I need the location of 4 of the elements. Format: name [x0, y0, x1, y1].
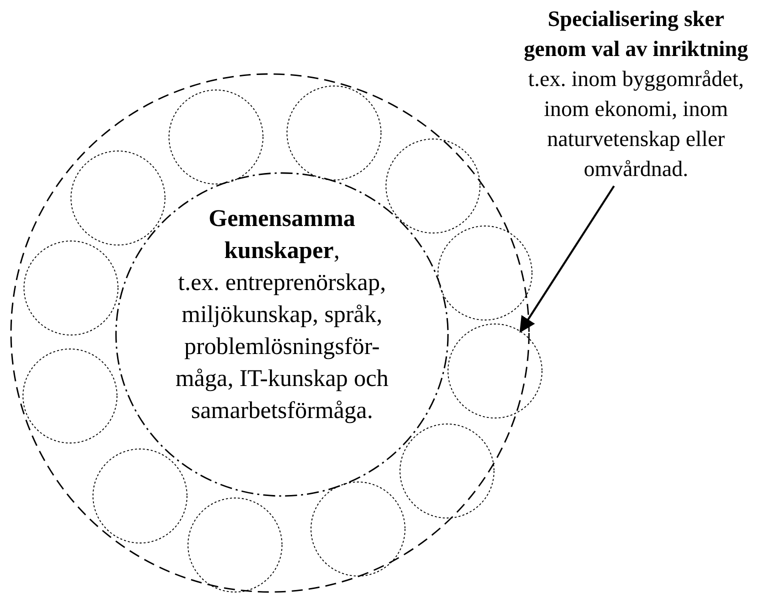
body-text: t.ex. inom byggområdet, inom ekonomi, inom naturvetenskap eller omvårdnad.	[527, 65, 745, 183]
heading-text: Gemensamma kunskaper,	[208, 205, 356, 266]
body-text: t.ex. entreprenörskap, miljökunskap, språk, problemlösningsför- måga, IT-kunskap och samarbetsförmåga.	[174, 269, 390, 426]
arrow	[520, 185, 615, 333]
